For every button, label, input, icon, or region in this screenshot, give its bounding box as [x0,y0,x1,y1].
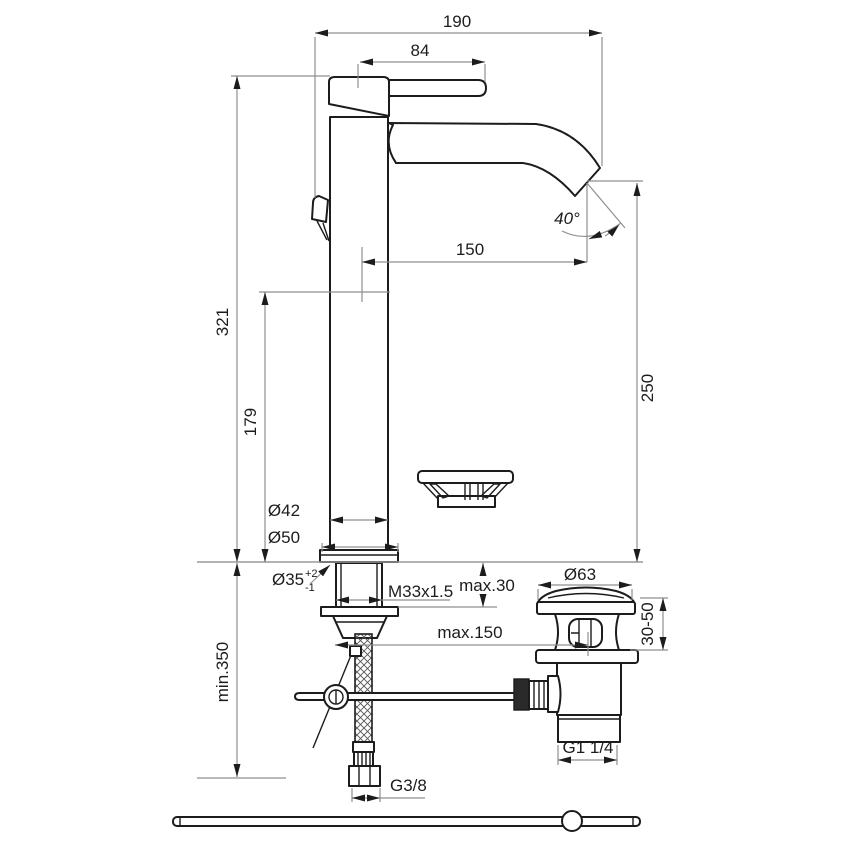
spout [387,122,601,197]
dim-hole-tolerance-minus: -1 [305,582,315,594]
dim-rod-distance: max.150 [437,623,502,642]
lever-handle [388,79,487,97]
leader-hole-diameter [309,564,331,585]
bottom-rod [172,810,641,832]
ext-handle-length [357,64,486,88]
ext-waste-flange-diameter [537,589,633,600]
dim-overall-width: 190 [443,12,471,31]
dim-hole-tolerance-plus: +2 [305,568,318,580]
faucet-body [329,116,389,551]
ext-supply-thread [351,788,381,802]
pull-rod-clamp [349,645,362,657]
rod-connector-cap [547,675,562,713]
waste-top-flange [536,601,636,615]
angle-arrow-left [588,230,603,240]
dim-body-height: 179 [241,408,260,436]
dim-deck-max: max.30 [459,576,515,595]
hose-collar [352,741,375,753]
fixture-layer [172,76,641,832]
hose-nut-facets [358,766,371,786]
dim-spout-angle: 40° [554,209,580,228]
angle-arrow-right [604,224,620,237]
dim-handle-length: 84 [411,41,430,60]
rod-connector-dark [513,678,530,711]
bottom-rod-ball [561,810,583,832]
dim-mounting-thread: M33x1.5 [388,582,453,601]
aerator-part [417,470,514,508]
dim-waste-clamp-range: 30-50 [638,602,657,645]
aerator-posts [464,484,484,500]
aerator-base [437,495,496,508]
aerator-strut-right [480,483,501,499]
bottom-rod-bar [172,816,641,827]
dim-spout-reach: 150 [456,240,484,259]
dim-supply-thread: G3/8 [390,776,427,795]
angle-leg-line [586,182,626,229]
rod-connector-ribs [533,681,545,709]
faucet-head [328,76,390,117]
aerator-top-plate [417,470,514,484]
dim-outlet-height: 250 [638,374,657,402]
waste-lower-flange [535,649,639,664]
base-flange [319,549,399,563]
dim-base-diameter: Ø50 [268,528,300,547]
dim-hole-diameter: Ø35 [272,570,304,589]
popup-rod-knob [311,195,329,223]
dim-waste-flange-diameter: Ø63 [564,565,596,584]
hose-rib-lines [357,752,371,766]
dim-overall-height: 321 [213,308,232,336]
hose-nut [348,765,381,787]
mounting-washer [320,606,399,617]
waste-plug-cap [537,586,635,603]
dim-body-diameter: Ø42 [268,501,300,520]
dim-hose-min: min.350 [213,642,232,702]
waste-plug-cap-edge [547,592,625,599]
dimension-layer: 190 84 40° 150 321 179 250 Ø42 Ø50 Ø35 +… [197,12,668,802]
horizontal-linkage-rod [294,692,517,701]
dim-waste-thread: G1 1/4 [562,738,613,757]
popup-rod-knob-stem [316,220,330,242]
waste-lower-body [556,662,622,716]
popup-waste [513,586,639,743]
bottom-rod-caps [179,817,634,826]
aerator-strut-left [429,483,450,499]
